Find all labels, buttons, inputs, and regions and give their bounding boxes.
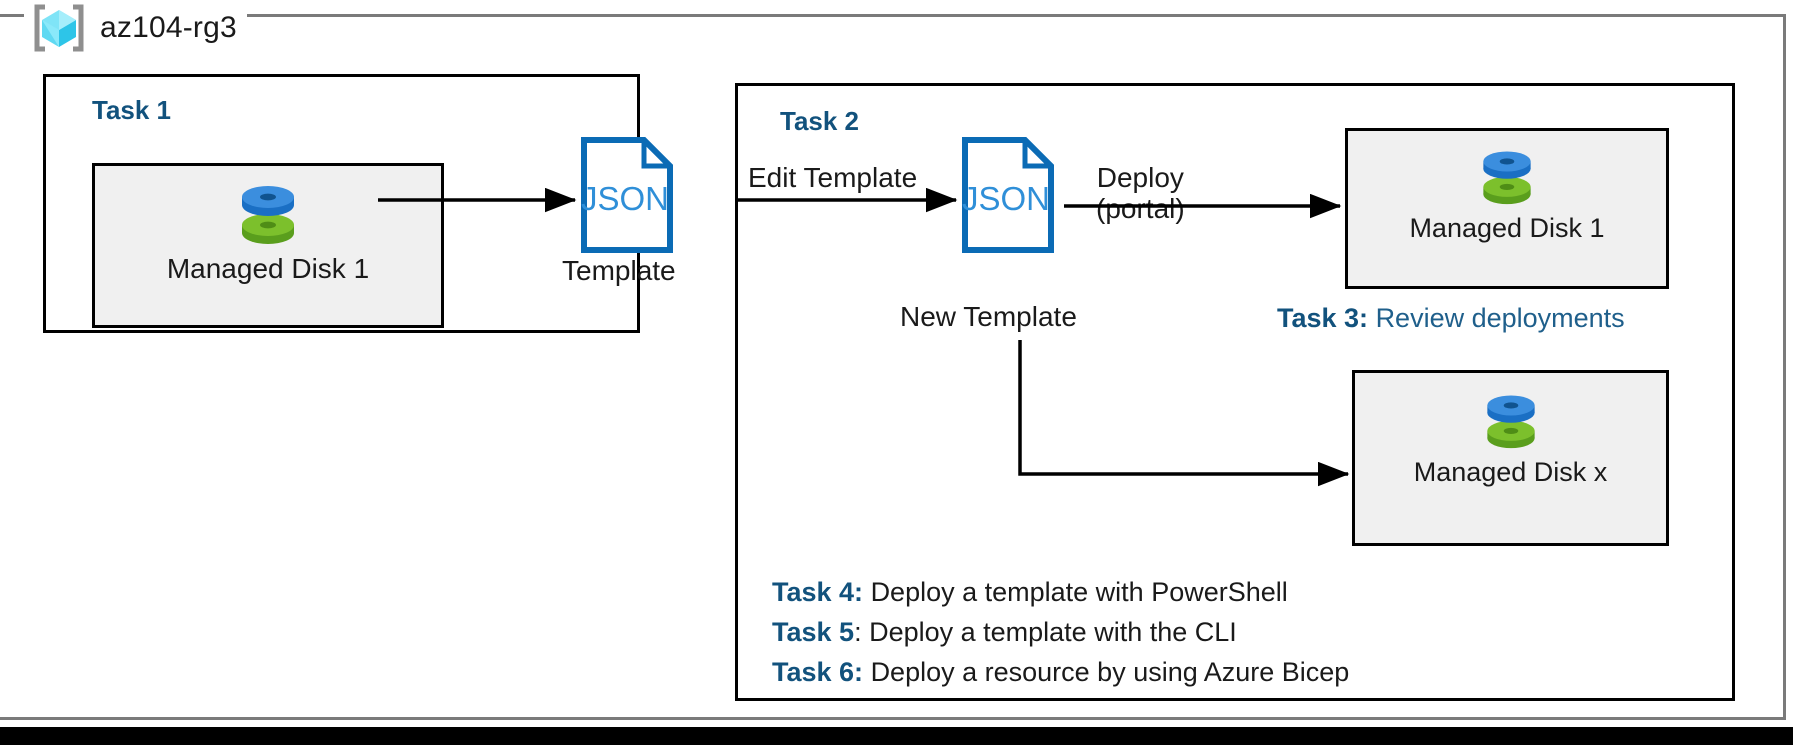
deploy-portal-label: Deploy (portal)	[1096, 162, 1185, 225]
task-2-heading: Task 2	[780, 106, 860, 136]
resource-group-cube-icon	[34, 4, 84, 52]
template-caption: Template	[562, 255, 676, 286]
json-doc-text-1: JSON	[581, 180, 669, 217]
managed-disk-1-label: Managed Disk 1	[166, 253, 370, 284]
managed-disk-icon	[1483, 151, 1531, 205]
json-document-icon-template: JSON	[581, 137, 673, 253]
json-document-icon-new-template: JSON	[962, 137, 1054, 253]
task-4-key: Task 4:	[772, 577, 864, 607]
task-4-note: Task 4: Deploy a template with PowerShel…	[772, 577, 1288, 608]
managed-disk-icon	[1486, 395, 1535, 449]
outer-window-frame	[0, 14, 1786, 720]
resource-group-name: az104-rg3	[100, 11, 237, 44]
resource-group-header: az104-rg3	[24, 0, 247, 56]
task-3-text: Review deployments	[1375, 303, 1625, 333]
task-5-note: Task 5: Deploy a template with the CLI	[772, 617, 1237, 648]
bottom-bar	[0, 727, 1793, 745]
managed-disk-1-tile-task2: Managed Disk 1	[1345, 128, 1669, 289]
managed-disk-1-tile-task1: Managed Disk 1	[92, 163, 444, 328]
task-3-key: Task 3:	[1277, 303, 1369, 333]
deploy-label-line-2: (portal)	[1096, 193, 1185, 225]
task-6-note: Task 6: Deploy a resource by using Azure…	[772, 657, 1349, 688]
managed-disk-icon	[242, 186, 294, 244]
task-4-text: Deploy a template with PowerShell	[870, 577, 1288, 607]
deploy-label-line-1: Deploy	[1096, 162, 1184, 193]
json-doc-text-2: JSON	[962, 180, 1050, 217]
task-6-text: Deploy a resource by using Azure Bicep	[870, 657, 1350, 687]
managed-disk-x-label: Managed Disk x	[1413, 457, 1608, 487]
task-5-key: Task 5	[772, 617, 855, 647]
new-template-caption: New Template	[900, 301, 1077, 332]
managed-disk-portal-label: Managed Disk 1	[1409, 213, 1605, 243]
task-5-separator: :	[854, 617, 870, 647]
task-6-key: Task 6:	[772, 657, 864, 687]
managed-disk-x-tile: Managed Disk x	[1352, 370, 1669, 546]
task-3-note: Task 3: Review deployments	[1277, 303, 1625, 334]
edit-template-label: Edit Template	[748, 162, 918, 193]
task-5-text: Deploy a template with the CLI	[869, 617, 1237, 647]
task-1-heading: Task 1	[92, 95, 172, 125]
